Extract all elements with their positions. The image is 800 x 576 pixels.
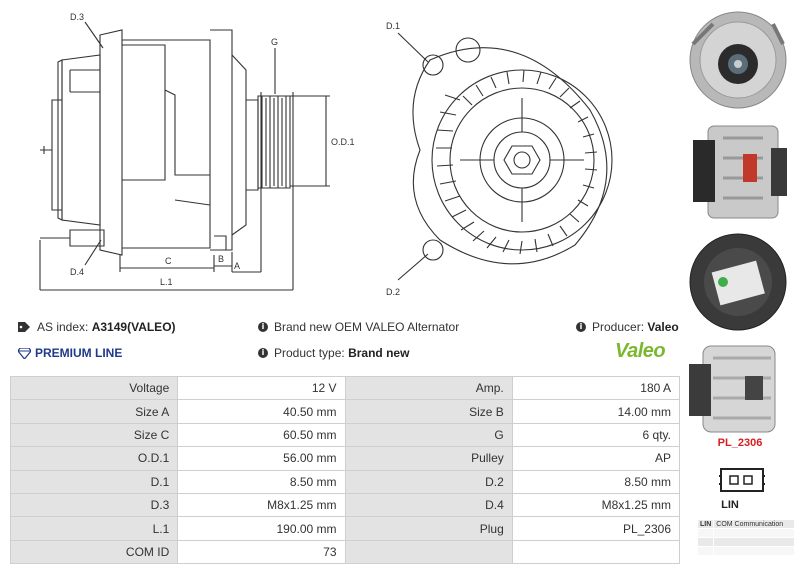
pin-name xyxy=(696,546,715,556)
info-icon: i xyxy=(258,322,268,332)
spec-value: AP xyxy=(511,446,681,471)
spec-label: Size A xyxy=(9,399,179,424)
spec-value: PL_2306 xyxy=(511,516,681,541)
plug-pin-label: LIN xyxy=(721,499,739,511)
spec-label: D.4 xyxy=(344,492,513,518)
pin-name xyxy=(696,537,715,547)
spec-label: Voltage xyxy=(9,375,179,401)
pin-row xyxy=(696,546,795,556)
spec-label: D.3 xyxy=(9,492,179,518)
tag-icon xyxy=(18,322,30,332)
diamond-icon xyxy=(18,347,31,359)
pin-description xyxy=(713,528,795,538)
spec-value xyxy=(511,539,681,565)
spec-value: 12 V xyxy=(177,375,346,401)
producer-value: Valeo xyxy=(647,320,679,334)
label-d1: D.1 xyxy=(386,21,400,31)
label-g: G xyxy=(271,37,278,47)
spec-label: Size C xyxy=(9,422,179,448)
spec-value: 56.00 mm xyxy=(177,446,346,471)
label-c: C xyxy=(165,256,172,266)
pin-row xyxy=(696,528,795,538)
spec-value: 8.50 mm xyxy=(511,469,681,494)
photo-side-view[interactable] xyxy=(683,118,793,226)
product-type-value: Brand new xyxy=(348,346,410,360)
producer-label: Producer: xyxy=(592,320,645,334)
valeo-logo: Valeo xyxy=(615,340,666,362)
spec-label: Pulley xyxy=(344,446,513,471)
spec-value: 60.50 mm xyxy=(177,422,346,448)
product-type-label: Product type: xyxy=(274,346,345,360)
label-d4: D.4 xyxy=(70,267,84,277)
spec-label: D.2 xyxy=(344,469,513,494)
photo-rear-view[interactable] xyxy=(683,228,793,336)
spec-value: 40.50 mm xyxy=(177,399,346,424)
spec-label: G xyxy=(344,422,513,448)
label-b: B xyxy=(218,254,224,264)
plug-connector-icon xyxy=(719,468,765,492)
alternator-drawing-svg: D.3 D.4 G O.D.1 C B A L.1 D.1 D.2 xyxy=(39,12,613,297)
pin-name xyxy=(696,528,715,538)
spec-value: M8x1.25 mm xyxy=(511,492,681,518)
info-icon: i xyxy=(576,322,586,332)
label-d2: D.2 xyxy=(386,287,400,297)
plug-name: PL_2306 xyxy=(717,437,763,449)
spec-value: 180 A xyxy=(511,375,681,401)
pin-description xyxy=(713,537,795,547)
alternator-side-photo xyxy=(693,125,787,219)
spec-label: L.1 xyxy=(9,516,179,541)
alternator-rear-photo xyxy=(689,233,787,331)
alternator-angle-photo xyxy=(689,345,776,433)
spec-value: 73 xyxy=(177,539,346,565)
photo-front-view[interactable] xyxy=(683,4,793,112)
spec-value: M8x1.25 mm xyxy=(177,492,346,518)
spec-value: 6 qty. xyxy=(511,422,681,448)
alternator-front-photo xyxy=(689,11,787,109)
spec-value: 14.00 mm xyxy=(511,399,681,424)
pin-row xyxy=(696,537,795,547)
product-type-row: i Product type: Brand new xyxy=(258,346,409,360)
spec-label: Plug xyxy=(344,516,513,541)
spec-value: 190.00 mm xyxy=(177,516,346,541)
spec-value: 8.50 mm xyxy=(177,469,346,494)
as-index-row: AS index: A3149(VALEO) xyxy=(18,320,176,334)
label-l1: L.1 xyxy=(160,277,173,287)
pin-name: LIN xyxy=(696,519,715,529)
producer-row: i Producer: Valeo xyxy=(576,320,679,334)
description-row: i Brand new OEM VALEO Alternator xyxy=(258,320,459,334)
description-text: Brand new OEM VALEO Alternator xyxy=(274,320,460,334)
info-icon: i xyxy=(258,348,268,358)
technical-drawing: D.3 D.4 G O.D.1 C B A L.1 D.1 D.2 xyxy=(0,0,680,305)
pin-description xyxy=(713,546,795,556)
spec-label: O.D.1 xyxy=(9,446,179,471)
spec-label: COM ID xyxy=(9,539,179,565)
spec-label: D.1 xyxy=(9,469,179,494)
photo-angle-view[interactable] xyxy=(683,336,793,444)
spec-label: Size B xyxy=(344,399,513,424)
premium-row: PREMIUM LINE xyxy=(18,346,122,360)
premium-line-label: PREMIUM LINE xyxy=(35,346,123,360)
label-od1: O.D.1 xyxy=(331,137,355,147)
pin-description: COM Communication xyxy=(713,519,795,529)
as-index-value: A3149(VALEO) xyxy=(91,320,176,334)
label-a: A xyxy=(234,261,240,271)
spec-label: Amp. xyxy=(344,375,513,401)
as-index-label: AS index: xyxy=(37,320,89,334)
label-d3: D.3 xyxy=(70,12,84,22)
spec-label xyxy=(344,539,513,565)
